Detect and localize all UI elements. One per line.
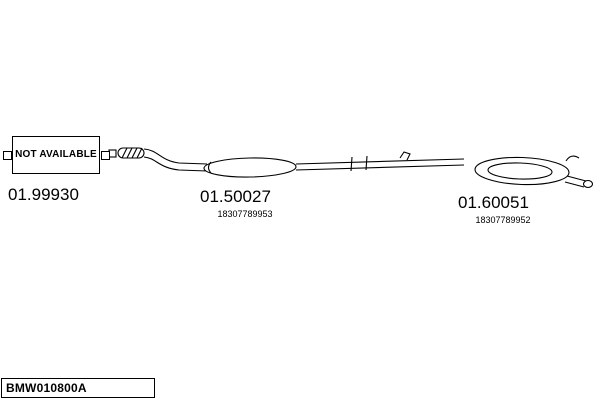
- front-pipe: [143, 148, 208, 172]
- part-code-center-muffler: 01.50027: [200, 187, 271, 206]
- connector-square-right: [101, 151, 110, 160]
- footer-drawing-code: BMW010800A: [6, 381, 87, 395]
- part-code-rear-muffler: 01.60051: [458, 193, 529, 212]
- oem-number-rear-muffler: 18307789952: [475, 215, 531, 225]
- connector-square-left: [3, 151, 12, 160]
- center-muffler-shape: [203, 157, 297, 178]
- oem-number-center-muffler: 18307789953: [217, 209, 273, 219]
- rear-muffler-shape: [474, 155, 580, 186]
- tailpipe: [564, 175, 594, 189]
- front-pipe-fitting: [108, 149, 117, 158]
- not-available-label: NOT AVAILABLE: [15, 149, 97, 161]
- part-code-front-section: 01.99930: [8, 185, 79, 204]
- intermediate-pipe: [295, 151, 465, 172]
- flex-pipe-section: [117, 147, 145, 159]
- footer-code-box: BMW010800A: [1, 378, 155, 398]
- not-available-box: NOT AVAILABLE: [12, 136, 100, 174]
